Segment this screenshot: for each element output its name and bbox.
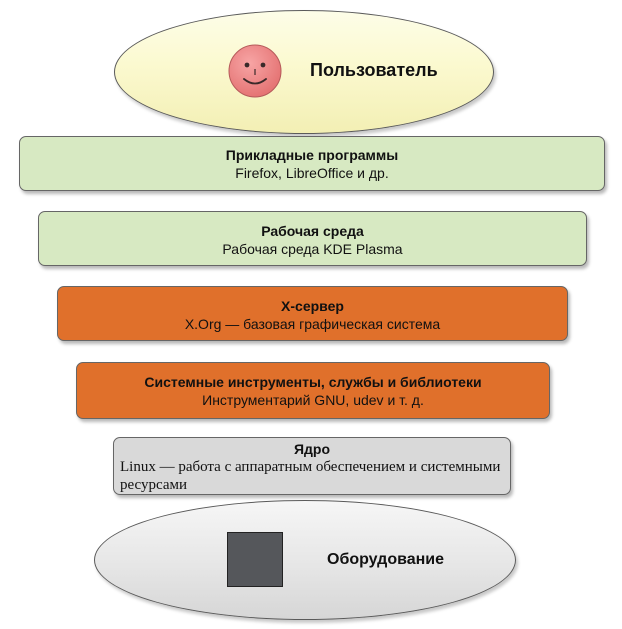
hardware-box-icon (227, 532, 283, 587)
layer-title: Рабочая среда (261, 223, 364, 239)
layer-title: Прикладные программы (225, 147, 399, 163)
layer-desktop-environment: Рабочая среда Рабочая среда KDE Plasma (38, 211, 587, 266)
user-ellipse (114, 10, 494, 134)
user-label: Пользователь (310, 60, 438, 80)
hardware-label: Оборудование (327, 551, 445, 568)
smiley-face-icon (228, 44, 282, 98)
layer-subtitle: Рабочая среда KDE Plasma (222, 241, 403, 257)
layer-title: Ядро (293, 441, 331, 457)
layer-subtitle: Инструментарий GNU, udev и т. д. (202, 392, 424, 408)
layer-kernel: Ядро Linux — работа с аппаратным обеспеч… (113, 437, 511, 495)
layer-title: Системные инструменты, службы и библиоте… (144, 374, 482, 390)
layer-title: X-сервер (281, 298, 344, 314)
layer-subtitle: X.Org — базовая графическая система (184, 316, 441, 332)
layer-subtitle: Linux — работа с аппаратным обеспечением… (120, 459, 501, 493)
layer-subtitle: Firefox, LibreOffice и др. (235, 165, 389, 181)
layer-system-tools: Системные инструменты, службы и библиоте… (76, 362, 550, 419)
layer-applications: Прикладные программы Firefox, LibreOffic… (19, 136, 605, 191)
layer-x-server: X-сервер X.Org — базовая графическая сис… (57, 286, 568, 341)
hardware-ellipse (94, 500, 516, 620)
